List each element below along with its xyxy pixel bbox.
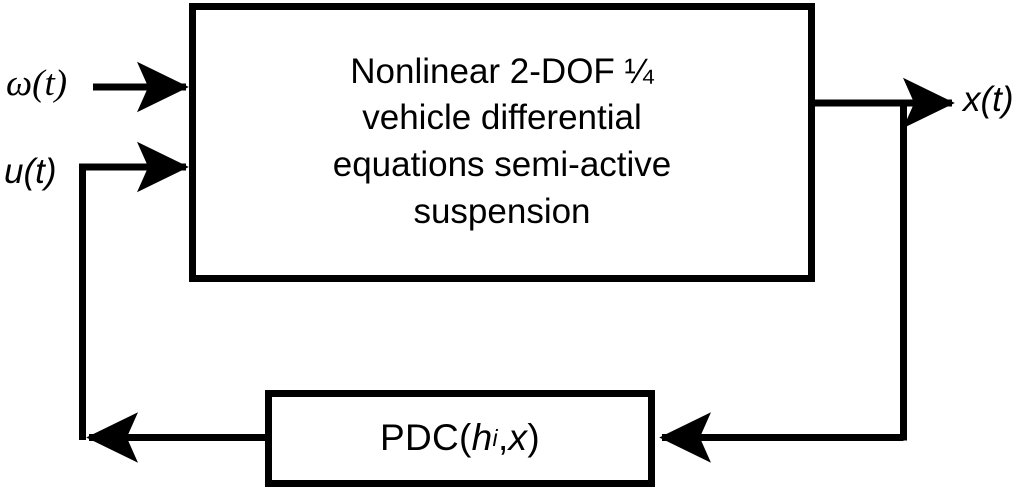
pdc-subscript-i: i [492,424,498,451]
plant-block-label: Nonlinear 2-DOF ¼ vehicle differential e… [332,51,672,231]
pdc-prefix-text: PDC( [380,417,472,459]
pdc-variable-h: h [471,417,493,459]
pdc-separator-text: , [497,417,509,459]
pdc-variable-x: x [508,417,528,459]
state-output-signal-label: x(t) [963,80,1014,119]
control-signal-label: u(t) [4,152,57,191]
plant-block-outline [189,3,815,282]
disturbance-signal-label: ω(t) [6,63,68,104]
controller-block-outline [265,390,655,487]
pdc-suffix-text: ) [527,417,540,459]
